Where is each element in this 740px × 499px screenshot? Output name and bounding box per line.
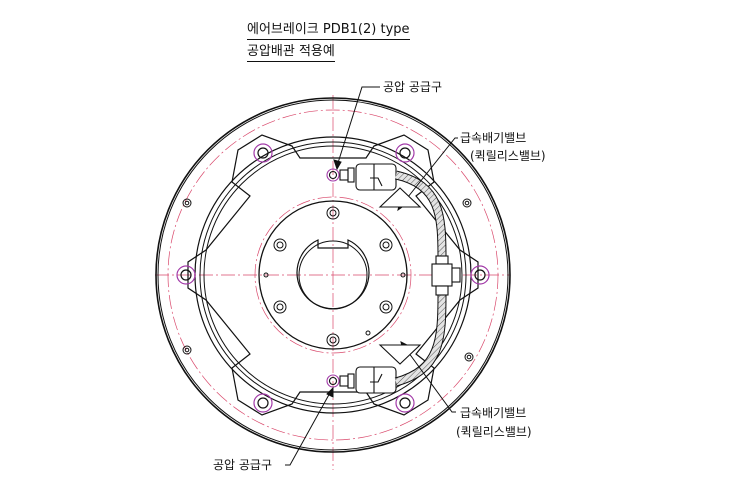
quick-exhaust-valve-sublabel-top: (퀵릴리스밸브) <box>470 149 546 163</box>
hub <box>258 200 408 350</box>
air-fitting-top <box>326 167 355 183</box>
bolt-hole <box>176 265 196 285</box>
tee-fitting <box>431 255 461 296</box>
bolt-hole <box>253 143 273 163</box>
hub-bolt <box>326 333 340 347</box>
hub-bolt <box>273 300 287 314</box>
hub-bolt <box>379 238 393 252</box>
title-line-2: 공압배관 적용예 <box>247 44 335 62</box>
quick-exhaust-valve-label-bottom: 급속배기밸브 <box>460 406 527 420</box>
quick-exhaust-valve-sublabel-bottom: (퀵릴리스밸브) <box>456 425 532 439</box>
air-fitting-bottom <box>326 373 355 389</box>
braided-hose <box>394 170 447 387</box>
title-line-1: 에어브레이크 PDB1(2) type <box>247 22 410 40</box>
bolt-hole <box>470 265 490 285</box>
quick-exhaust-valve-bottom <box>355 366 397 394</box>
hub-bolt <box>273 238 287 252</box>
quick-exhaust-valve-label-top: 급속배기밸브 <box>460 131 527 145</box>
housing-small-holes <box>182 198 474 362</box>
quick-exhaust-valve-top <box>355 163 397 191</box>
plate-notches <box>378 187 422 365</box>
hub-bolt <box>326 206 340 220</box>
bolt-hole <box>395 143 415 163</box>
outer-bolt-holes <box>176 143 490 413</box>
hub-bolt-holes <box>263 206 406 347</box>
outer-housing <box>155 97 511 453</box>
hub-bolt <box>379 300 393 314</box>
bolt-hole <box>253 393 273 413</box>
air-supply-label-top: 공압 공급구 <box>383 80 443 94</box>
air-supply-label-bottom: 공압 공급구 <box>213 458 273 472</box>
bolt-hole <box>395 393 415 413</box>
